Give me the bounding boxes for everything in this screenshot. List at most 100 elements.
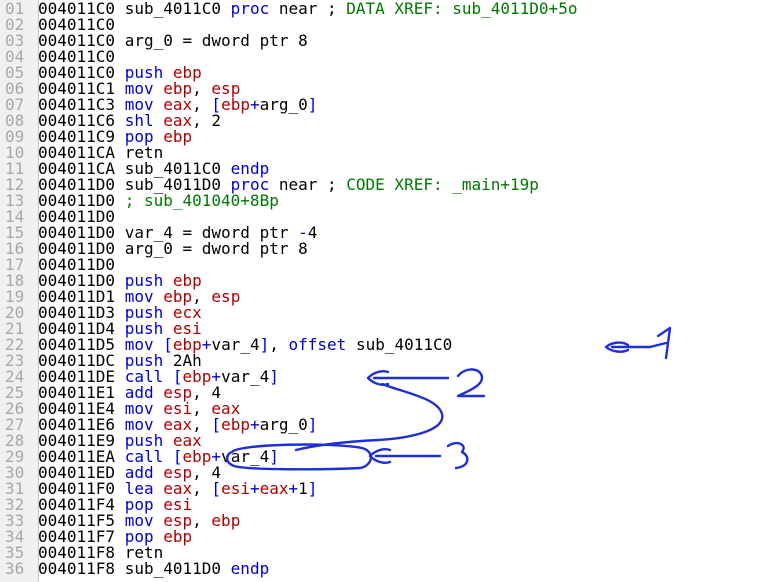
code-token: , bbox=[192, 511, 212, 530]
code-token: ebp bbox=[163, 287, 193, 306]
line-number: 10 bbox=[5, 143, 25, 162]
code-token: push bbox=[124, 351, 164, 370]
code-token: esp bbox=[211, 79, 241, 98]
address: 004011C1 bbox=[38, 79, 116, 98]
line-number: 04 bbox=[5, 47, 25, 66]
code-token: arg_0 = dword ptr 8 bbox=[124, 31, 308, 50]
address: 004011C9 bbox=[38, 127, 116, 146]
address: 004011D0 bbox=[38, 207, 116, 226]
code-token: ecx bbox=[172, 303, 202, 322]
code-token: push bbox=[124, 63, 164, 82]
code-token: eax bbox=[259, 479, 289, 498]
address: 004011D0 bbox=[38, 191, 116, 210]
address: 004011D1 bbox=[38, 287, 116, 306]
code-token: + bbox=[201, 335, 212, 354]
address: 004011D0 bbox=[38, 271, 116, 290]
code-token: esp bbox=[163, 511, 193, 530]
code-token: pop bbox=[124, 527, 154, 546]
line-number: 34 bbox=[5, 527, 25, 546]
line-number: 24 bbox=[5, 367, 25, 386]
code-token: 4 bbox=[307, 223, 318, 242]
code-line[interactable]: 04 004011C0 bbox=[0, 49, 577, 65]
address: 004011C3 bbox=[38, 95, 116, 114]
address: 004011F8 bbox=[38, 543, 116, 562]
line-number: 07 bbox=[5, 95, 25, 114]
code-token: push bbox=[124, 431, 164, 450]
code-token: sub_4011C0 bbox=[124, 0, 231, 18]
address: 004011D5 bbox=[38, 335, 116, 354]
address: 004011C0 bbox=[38, 15, 116, 34]
line-number: 35 bbox=[5, 543, 25, 562]
code-token: - bbox=[298, 223, 308, 242]
code-token: mov bbox=[124, 287, 154, 306]
annotation-arrow-1 bbox=[604, 341, 668, 353]
address: 004011F7 bbox=[38, 527, 116, 546]
code-token: ebp bbox=[163, 127, 193, 146]
code-token: arg_0 bbox=[259, 415, 308, 434]
code-token: ] bbox=[259, 335, 270, 354]
address: 004011F5 bbox=[38, 511, 116, 530]
code-token: proc bbox=[230, 0, 270, 18]
code-token: , 4 bbox=[192, 463, 222, 482]
code-token: mov bbox=[124, 399, 154, 418]
code-line[interactable]: 14 004011D0 bbox=[0, 209, 577, 225]
code-token: sub_4011D0 bbox=[124, 559, 231, 578]
address: 004011DC bbox=[38, 351, 116, 370]
address: 004011C0 bbox=[38, 47, 116, 66]
code-token: ebp bbox=[182, 447, 212, 466]
line-number: 14 bbox=[5, 207, 25, 226]
code-token: endp bbox=[230, 159, 270, 178]
code-token: , bbox=[192, 415, 212, 434]
code-token: ] bbox=[307, 479, 318, 498]
code-token: ] bbox=[269, 447, 279, 466]
code-token: ebp bbox=[182, 367, 212, 386]
code-token: + bbox=[288, 479, 299, 498]
code-token: push bbox=[124, 303, 164, 322]
code-token: , bbox=[192, 79, 212, 98]
code-token: eax bbox=[163, 415, 193, 434]
code-token: near ; bbox=[269, 175, 347, 194]
line-number: 30 bbox=[5, 463, 25, 482]
address: 004011C0 bbox=[38, 63, 116, 82]
code-token: ebp bbox=[211, 511, 241, 530]
code-token: var_4 = dword ptr bbox=[124, 223, 299, 242]
code-token: esp bbox=[163, 463, 193, 482]
code-token: esp bbox=[211, 287, 241, 306]
code-token: ] bbox=[307, 95, 318, 114]
code-token: 1 bbox=[298, 479, 308, 498]
code-token: 2Ah bbox=[163, 351, 202, 370]
